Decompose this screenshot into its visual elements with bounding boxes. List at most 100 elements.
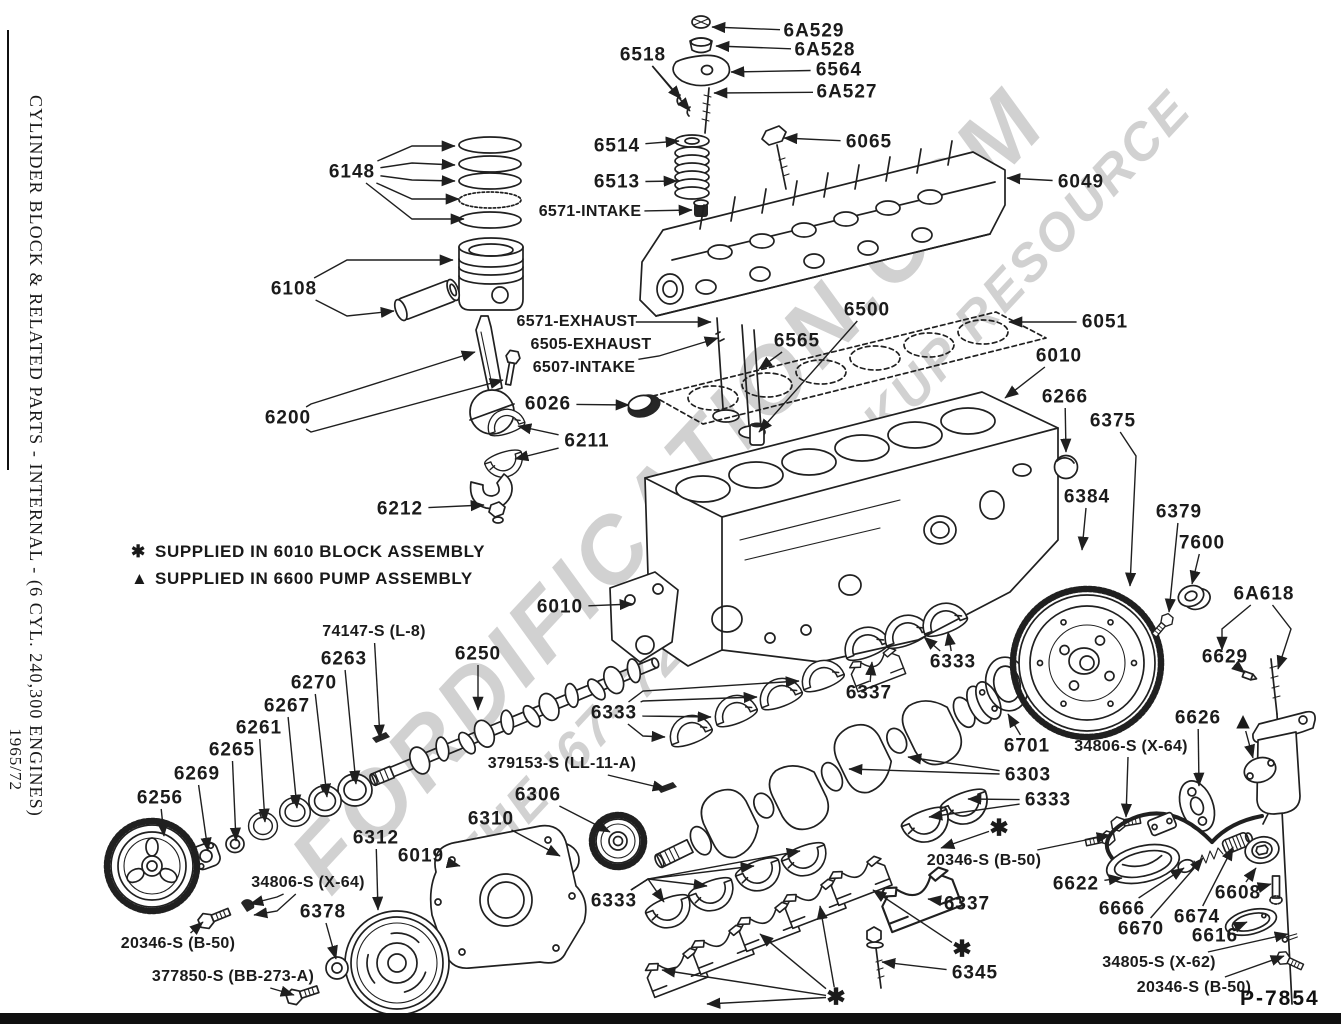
pump-gasket <box>1178 780 1216 832</box>
assembly-marker: ▲ <box>1231 707 1255 734</box>
leader-line <box>711 21 781 34</box>
leader-line <box>1244 730 1255 759</box>
part-number-label: 6267 <box>263 695 311 717</box>
page-title-sidebar: CYLINDER BLOCK & RELATED PARTS - INTERNA… <box>5 95 46 817</box>
part-number-label: 6571-EXHAUST <box>516 313 638 330</box>
part-number-label: 6616 <box>1191 925 1239 947</box>
leader-line <box>157 808 169 837</box>
part-number-label: 6345 <box>951 962 999 984</box>
part-number-label: 6263 <box>320 648 368 670</box>
leader-line <box>928 803 1020 821</box>
part-number-label: 6337 <box>943 893 991 915</box>
part-number-label: 6211 <box>564 430 610 452</box>
part-number-label: 6500 <box>843 299 891 321</box>
leader-line <box>967 793 1020 805</box>
leader-line <box>1256 882 1272 894</box>
leader-line <box>377 140 456 162</box>
part-number-label: 6200 <box>264 407 312 429</box>
leader-line <box>923 636 941 652</box>
leader-line <box>644 204 693 216</box>
leader-line <box>661 966 827 997</box>
page-edge-bottom <box>0 1013 1341 1024</box>
part-number-label: 6212 <box>376 498 424 520</box>
pilot-bushing <box>1177 584 1211 611</box>
part-number-label: 379153-S (LL-11-A) <box>487 755 637 772</box>
part-number-label: 6337 <box>845 682 893 704</box>
part-number-label: 6333 <box>590 890 638 912</box>
part-number-label: 6303 <box>1004 764 1052 786</box>
leader-line <box>1007 713 1022 736</box>
leader-line <box>576 399 630 411</box>
leader-line <box>865 661 877 683</box>
part-number-label: 6269 <box>173 763 221 785</box>
part-number-label: 6A618 <box>1233 583 1295 605</box>
leader-line <box>645 136 680 148</box>
part-number-label: 6513 <box>593 171 641 193</box>
main-cap-bolt <box>866 926 885 989</box>
leader-line <box>258 738 270 823</box>
leader-line <box>758 351 783 370</box>
assembly-marker: ✱ <box>952 935 972 962</box>
part-number-label: 6565 <box>773 330 821 352</box>
asterisk-symbol: ✱ <box>131 542 146 561</box>
part-number-label: 6A528 <box>794 39 856 61</box>
leader-line <box>627 723 666 742</box>
part-number-label: 6333 <box>590 702 638 724</box>
leader-line <box>759 933 827 990</box>
pump-rotor <box>1244 835 1280 865</box>
part-number-label: 6333 <box>929 651 977 673</box>
part-number-label: 6507-INTAKE <box>532 359 636 376</box>
wrist-pin <box>393 278 461 322</box>
part-number-label: 6333 <box>1024 789 1072 811</box>
leader-line <box>1193 728 1205 787</box>
leader-line <box>1104 874 1123 886</box>
leader-line <box>907 753 1000 772</box>
leader-line <box>1243 867 1257 883</box>
part-number-label: 6571-INTAKE <box>538 203 642 220</box>
leader-line <box>189 921 204 935</box>
leader-line <box>249 893 284 907</box>
part-number-label: 6019 <box>397 845 445 867</box>
leader-line <box>376 182 460 205</box>
part-number-label: 6626 <box>1174 707 1222 729</box>
part-number-label: 74147-S (L-8) <box>322 623 426 640</box>
leader-line <box>848 763 1000 776</box>
leader-line <box>344 669 361 785</box>
leader-line <box>1004 366 1046 399</box>
part-number-label: 6379 <box>1155 501 1203 523</box>
triangle-symbol: ▲ <box>131 569 149 588</box>
leader-line <box>1077 507 1089 551</box>
part-number-label: 6514 <box>593 135 641 157</box>
cylinder-head <box>639 140 1006 317</box>
crank-sprocket <box>588 811 648 871</box>
leader-line <box>1119 431 1137 587</box>
leader-line <box>445 857 461 869</box>
part-number-label: 6265 <box>208 739 256 761</box>
leader-line <box>380 175 456 187</box>
leader-line <box>517 423 559 436</box>
part-number-label: 6266 <box>1041 386 1089 408</box>
leader-line <box>314 693 332 798</box>
assembly-marker: ✱ <box>826 983 846 1010</box>
leader-line <box>645 175 678 187</box>
part-number-label: 20346-S (B-50) <box>1136 979 1252 996</box>
crankshaft <box>654 681 1002 869</box>
valve-stem-tip-parts <box>672 15 731 134</box>
footnote-pump-assembly: ▲SUPPLIED IN 6600 PUMP ASSEMBLY <box>131 569 473 589</box>
leader-line <box>1150 857 1204 919</box>
part-number-label: 6148 <box>328 161 376 183</box>
part-number-label: 6256 <box>136 787 184 809</box>
leader-line <box>630 847 801 891</box>
leader-line <box>758 320 858 433</box>
camshaft-gear <box>103 817 201 915</box>
part-number-label: 7600 <box>1178 532 1226 554</box>
leader-line <box>1231 660 1246 674</box>
part-number-label: 6378 <box>299 901 347 923</box>
leader-line <box>1232 921 1248 933</box>
leader-line <box>630 878 708 891</box>
part-number-label: 6629 <box>1201 646 1249 668</box>
leader-line <box>927 895 942 907</box>
leader-line <box>229 760 242 842</box>
